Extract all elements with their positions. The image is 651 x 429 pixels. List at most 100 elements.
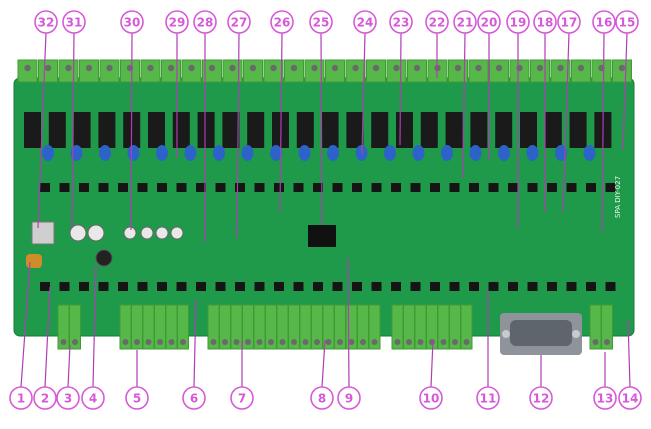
optocoupler-chip — [98, 183, 109, 192]
callout-circle — [592, 10, 616, 34]
inductor — [99, 145, 111, 161]
optocoupler-chip — [410, 282, 421, 291]
optocoupler-chip — [527, 183, 538, 192]
callout-2: 2 — [33, 286, 57, 410]
callout-26: 26 — [270, 10, 294, 213]
inductor — [42, 145, 54, 161]
callout-circle — [62, 10, 86, 34]
inductor — [270, 145, 282, 161]
callout-number: 14 — [622, 392, 639, 406]
terminal-screw — [168, 339, 175, 345]
terminal-screw — [145, 339, 152, 345]
callout-3: 3 — [56, 344, 80, 410]
terminal-screw — [44, 64, 52, 72]
optocoupler-chip — [176, 282, 187, 291]
terminal-screw — [311, 64, 318, 72]
callout-27: 27 — [227, 10, 251, 239]
terminal-screw — [372, 64, 380, 72]
terminal-screw — [188, 64, 195, 72]
terminal-screw — [302, 339, 309, 345]
callout-leader-line — [627, 319, 631, 388]
callout-15: 15 — [615, 10, 639, 151]
inductor — [555, 145, 567, 161]
optocoupler-chip — [313, 183, 323, 192]
terminal-screw — [452, 339, 458, 345]
inductor — [213, 145, 225, 161]
callout-number: 19 — [510, 16, 527, 30]
callout-circle — [81, 386, 105, 410]
terminal-screw — [557, 64, 564, 72]
relay — [544, 112, 562, 148]
callout-leader-line — [321, 339, 326, 388]
terminal-screw — [475, 64, 482, 72]
terminal-screw — [406, 339, 412, 345]
callout-circle — [337, 386, 361, 410]
callout-number: 5 — [133, 392, 141, 406]
callout-leader-line — [20, 261, 31, 388]
terminal-screw — [85, 64, 93, 72]
voltage-regulator — [31, 221, 55, 245]
optocoupler-chip — [391, 183, 401, 192]
terminal-screw — [417, 339, 424, 345]
callout-circle — [9, 386, 33, 410]
callout-number: 13 — [597, 392, 614, 406]
inductor — [526, 145, 539, 161]
inductor — [469, 145, 482, 161]
relay — [172, 112, 190, 148]
terminal-screw — [413, 64, 421, 72]
callout-circle — [230, 386, 254, 410]
callout-number: 9 — [345, 392, 353, 406]
terminal-screw — [180, 339, 186, 345]
callout-leader-line — [71, 32, 75, 229]
optocoupler-chip — [118, 183, 128, 192]
relay — [222, 112, 240, 148]
optocoupler-chip — [254, 282, 265, 291]
optocoupler-chip — [488, 282, 499, 291]
terminal-screw — [134, 339, 140, 345]
callout-leader-line — [67, 344, 71, 388]
terminal-screw — [592, 339, 599, 345]
optocoupler-chip — [488, 183, 499, 192]
optocoupler-chip — [332, 183, 343, 192]
inductor — [583, 145, 596, 161]
callout-number: 11 — [480, 392, 497, 406]
callout-7: 7 — [230, 340, 254, 410]
terminal-screw — [106, 64, 113, 72]
optocoupler-chip — [196, 282, 206, 291]
optocoupler-chip — [40, 282, 50, 291]
terminal-screw — [618, 64, 626, 72]
terminal-screw — [233, 339, 240, 345]
terminal-screw — [268, 339, 274, 345]
terminal-screw — [147, 64, 154, 72]
callout-leader-line — [430, 339, 434, 388]
optocoupler-chip — [118, 282, 128, 291]
terminal-screw — [429, 339, 435, 345]
callout-5: 5 — [125, 350, 149, 410]
callout-circle — [476, 386, 500, 410]
relay — [197, 112, 215, 148]
callout-20: 20 — [477, 10, 501, 160]
callout-29: 29 — [165, 10, 189, 158]
bottom-terminal-blocks — [57, 304, 613, 350]
optocoupler-chip — [137, 282, 148, 291]
callout-17: 17 — [557, 10, 581, 213]
relay — [48, 112, 66, 148]
inductor — [298, 145, 311, 161]
bottom-terminal — [177, 304, 189, 350]
callout-circle — [125, 386, 149, 410]
terminal-screw — [245, 339, 251, 345]
optocoupler-chip — [254, 183, 265, 192]
callout-19: 19 — [506, 10, 530, 228]
optocoupler-chip — [586, 183, 596, 192]
terminal-screw — [222, 339, 228, 345]
terminal-screw — [463, 339, 470, 345]
callout-number: 6 — [190, 392, 198, 406]
relay — [24, 112, 41, 148]
terminal-screw — [604, 339, 610, 345]
optocoupler-chip — [59, 282, 70, 291]
bottom-terminal — [460, 304, 473, 350]
callout-number: 29 — [169, 16, 186, 30]
callout-number: 3 — [64, 392, 72, 406]
optocoupler-chip — [605, 282, 616, 291]
callout-circle — [593, 386, 617, 410]
